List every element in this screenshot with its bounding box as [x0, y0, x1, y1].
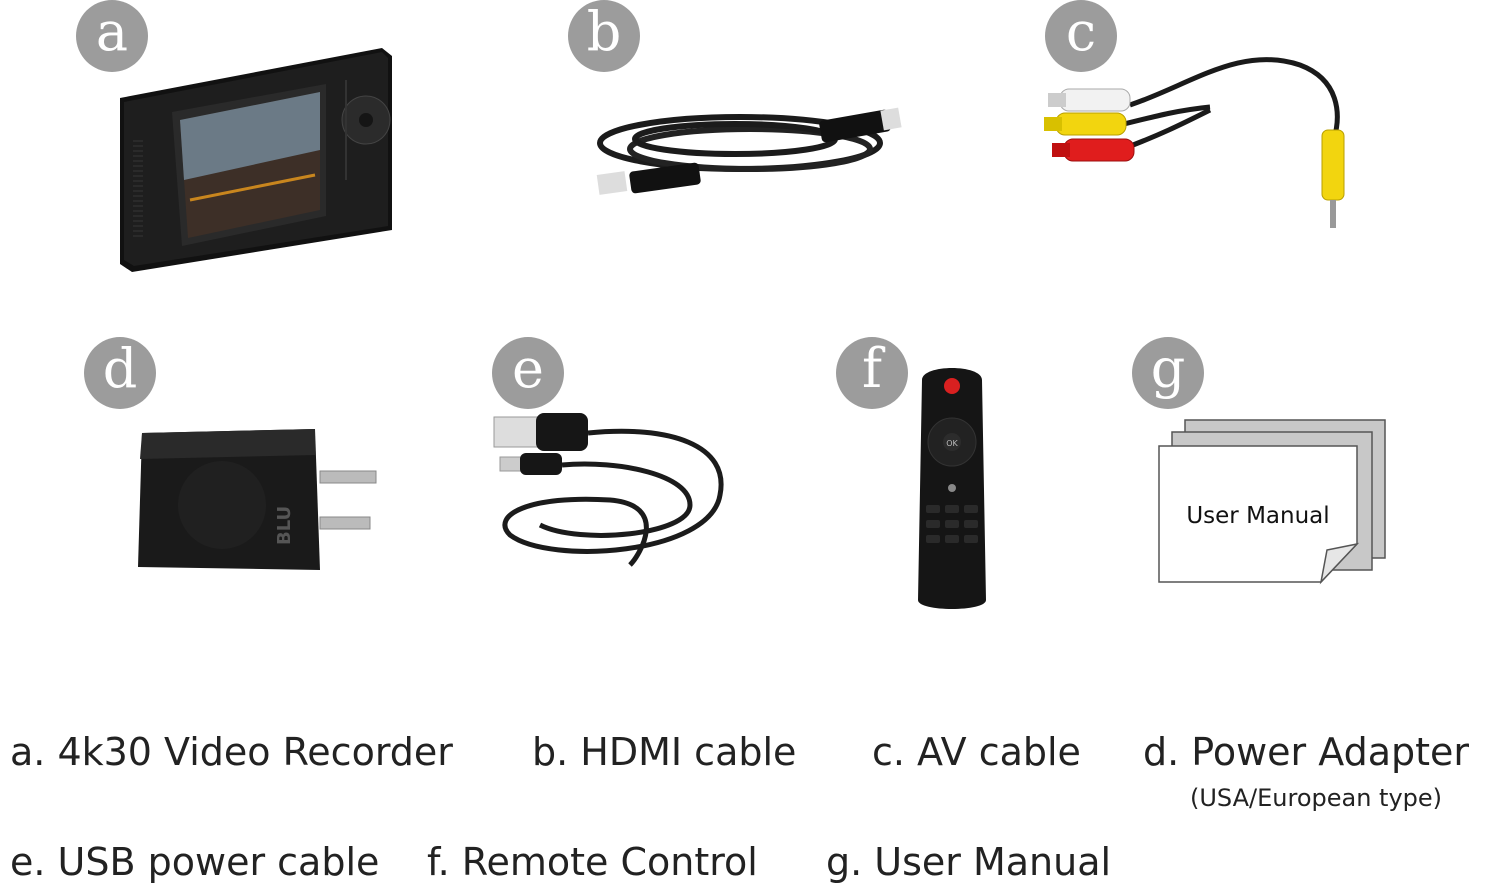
badge-d: d: [84, 337, 156, 409]
hdmi-cable-image: [596, 107, 902, 195]
badge-c: c: [1045, 0, 1117, 72]
caption-a: a. 4k30 Video Recorder: [10, 730, 453, 774]
user-manual-image: User Manual: [1158, 419, 1386, 585]
caption-f: f. Remote Control: [427, 840, 758, 884]
remote-control-image: OK: [918, 368, 986, 609]
video-recorder-image: [120, 48, 392, 272]
badge-a: a: [76, 0, 148, 72]
badge-b: b: [568, 0, 640, 72]
badge-f: f: [836, 337, 908, 409]
av-cable-image: [1044, 57, 1345, 228]
adapter-brand-text: BLU: [274, 506, 295, 545]
caption-c: c. AV cable: [872, 730, 1081, 774]
manual-cover-text: User Manual: [1186, 503, 1329, 529]
usb-cable-image: [493, 413, 724, 567]
caption-d: d. Power Adapter: [1143, 730, 1470, 774]
power-adapter-image: BLU: [138, 429, 377, 570]
caption-e: e. USB power cable: [10, 840, 380, 884]
caption-d-note: (USA/European type): [1190, 784, 1443, 812]
caption-g: g. User Manual: [826, 840, 1112, 884]
caption-b: b. HDMI cable: [532, 730, 797, 774]
remote-ok-text: OK: [946, 439, 958, 448]
badge-e: e: [492, 337, 564, 409]
badge-g: g: [1132, 337, 1204, 409]
